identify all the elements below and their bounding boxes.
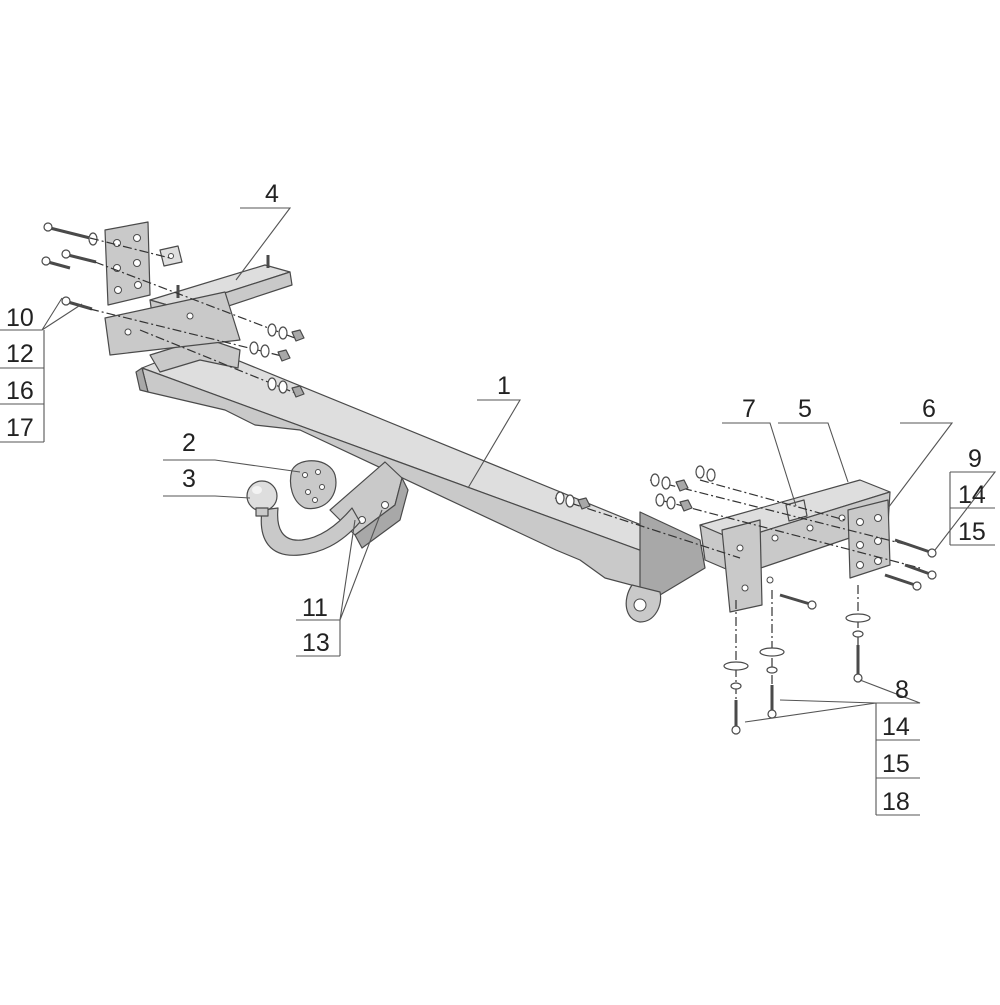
callout-8: 8 — [895, 676, 909, 704]
right-spacer — [785, 499, 808, 522]
callout-14-right: 14 — [958, 481, 986, 509]
main-crossbar — [135, 337, 706, 623]
callout-10: 10 — [6, 304, 34, 332]
left-axis-lines — [89, 237, 305, 398]
right-axis-lines — [554, 465, 937, 610]
callout-9: 9 — [968, 445, 982, 473]
bottom-bolts — [723, 585, 871, 735]
callout-2: 2 — [182, 429, 196, 457]
ball-mount — [246, 460, 409, 556]
callout-13: 13 — [302, 629, 330, 657]
callout-12: 12 — [6, 340, 34, 368]
left-bolts — [41, 222, 98, 311]
callout-15-bottom: 15 — [882, 750, 910, 778]
callout-1: 1 — [497, 372, 511, 400]
callout-14-bottom: 14 — [882, 713, 910, 741]
callout-5: 5 — [798, 395, 812, 423]
callout-17: 17 — [6, 414, 34, 442]
callout-11: 11 — [302, 594, 328, 622]
callout-16: 16 — [6, 377, 34, 405]
left-mount-bracket — [104, 221, 293, 356]
label-rules — [0, 330, 995, 816]
callout-18: 18 — [882, 788, 910, 816]
callout-7: 7 — [742, 395, 756, 423]
callout-4: 4 — [265, 180, 279, 208]
leader-lines — [0, 207, 997, 723]
callout-15-right: 15 — [958, 518, 986, 546]
callout-3: 3 — [182, 465, 196, 493]
callout-6: 6 — [922, 395, 936, 423]
